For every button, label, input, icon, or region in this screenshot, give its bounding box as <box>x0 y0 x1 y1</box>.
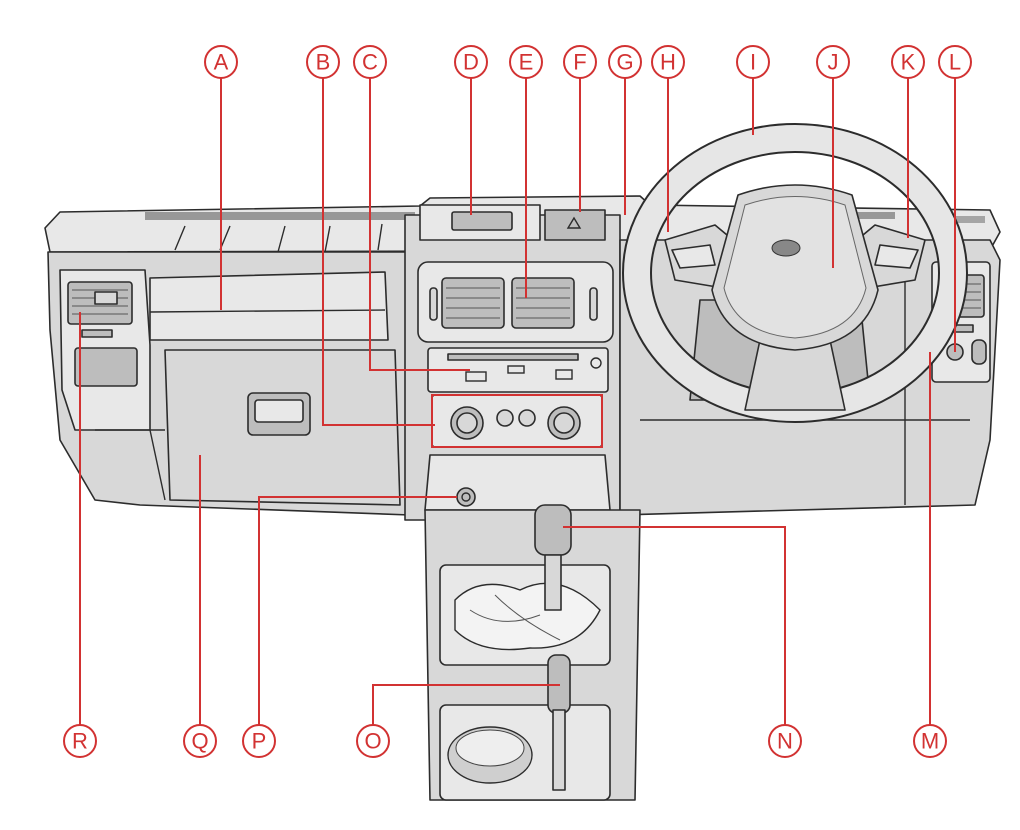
callout-l: L <box>938 45 972 79</box>
callout-d: D <box>454 45 488 79</box>
callout-h-label: H <box>660 50 676 75</box>
left-vent-slats <box>72 289 128 315</box>
lower-tray <box>424 454 611 511</box>
callout-c-label: C <box>362 50 378 75</box>
leader-p <box>258 496 457 725</box>
callout-k: K <box>891 45 925 79</box>
left-vent-knob <box>94 291 118 305</box>
leader-lines <box>79 78 956 725</box>
hazard-icon <box>566 216 582 229</box>
leader-b <box>322 78 435 426</box>
right-spoke-buttons <box>874 244 919 269</box>
callout-q-label: Q <box>191 729 208 754</box>
callout-e-label: E <box>519 50 534 75</box>
defrost-grille <box>145 212 985 223</box>
hazard-housing <box>544 209 606 241</box>
callout-i-label: I <box>750 50 756 75</box>
center-vent-right <box>511 277 575 329</box>
callout-o-label: O <box>364 729 381 754</box>
callout-m: M <box>913 724 947 758</box>
callout-l-label: L <box>949 50 961 75</box>
callout-n-label: N <box>777 729 793 754</box>
callout-p: P <box>242 724 276 758</box>
callout-a-label: A <box>214 50 229 75</box>
callout-b: B <box>306 45 340 79</box>
power-socket <box>456 487 476 507</box>
steering-wheel <box>622 123 968 423</box>
callout-n: N <box>768 724 802 758</box>
left-storage-pocket <box>74 347 138 387</box>
callout-a: A <box>204 45 238 79</box>
callout-badges: A B C D E F G H <box>63 45 972 758</box>
gear-knob <box>534 504 572 556</box>
callout-b-label: B <box>316 50 331 75</box>
logo-emblem <box>771 239 801 257</box>
callout-h: H <box>651 45 685 79</box>
left-switch-slot <box>81 329 113 338</box>
leader-o <box>372 684 560 725</box>
callout-j: J <box>816 45 850 79</box>
callout-p-label: P <box>252 729 267 754</box>
callout-e: E <box>509 45 543 79</box>
gear-boot <box>454 582 601 651</box>
dash-trim-upper <box>149 271 389 341</box>
callout-f-label: F <box>573 50 586 75</box>
callout-o: O <box>356 724 390 758</box>
callout-g: G <box>608 45 642 79</box>
callout-k-label: K <box>901 50 916 75</box>
callout-m-label: M <box>921 729 939 754</box>
leader-c <box>369 78 470 371</box>
callout-d-label: D <box>463 50 479 75</box>
leader-b-box <box>431 394 603 448</box>
callout-i: I <box>736 45 770 79</box>
center-vent-left <box>441 277 505 329</box>
dashboard-illustration <box>44 123 1001 801</box>
center-display <box>451 211 513 231</box>
callout-r: R <box>63 724 97 758</box>
callout-f: F <box>563 45 597 79</box>
callout-r-label: R <box>72 729 88 754</box>
callout-g-label: G <box>616 50 633 75</box>
leader-n <box>563 526 786 725</box>
left-spoke-buttons <box>671 244 716 269</box>
callout-q: Q <box>183 724 217 758</box>
callout-c: C <box>353 45 387 79</box>
callout-j-label: J <box>828 50 839 75</box>
